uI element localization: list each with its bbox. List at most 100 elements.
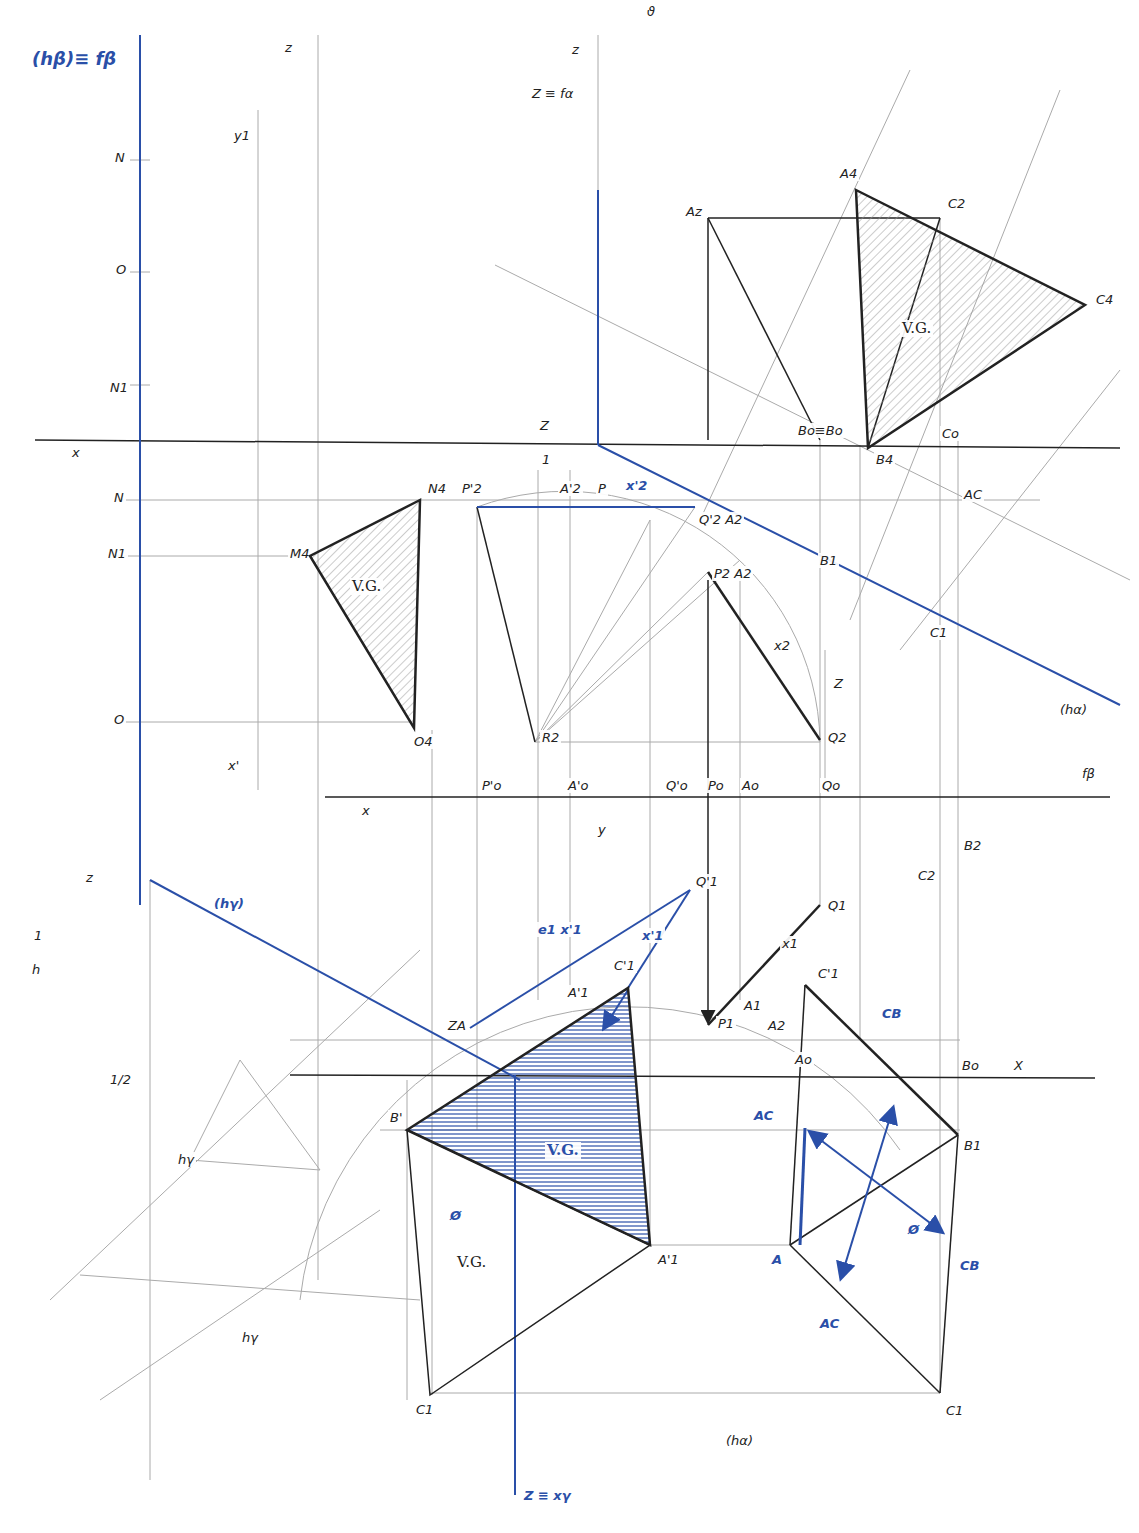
point-label: Q2 (826, 730, 849, 745)
triangle-shape (310, 500, 420, 728)
point-label: Ø (906, 1222, 921, 1237)
point-label: C2 (916, 868, 937, 883)
point-label: y1 (232, 128, 252, 143)
point-label: x (70, 445, 82, 460)
point-label: hγ (176, 1152, 196, 1167)
true-size-triangle: V.G. (407, 988, 650, 1245)
true-size-label: V.G. (350, 578, 383, 595)
point-label: A4 (838, 166, 859, 181)
point-label: Q1 (826, 898, 849, 913)
point-label: P1 (716, 1016, 736, 1031)
point-label: C1 (414, 1402, 435, 1417)
point-label: O (112, 712, 126, 727)
point-label: C1 (944, 1403, 965, 1418)
point-label: hγ (240, 1330, 260, 1345)
triangle-shape (856, 190, 1085, 448)
point-label: Po (706, 778, 726, 793)
point-label: C4 (1094, 292, 1115, 307)
point-label: x'1 (640, 928, 665, 943)
point-label: (hγ) (212, 896, 246, 911)
point-label: Z ≡ fα (530, 86, 575, 101)
point-label: x' (226, 758, 241, 773)
point-label: Z (538, 418, 551, 433)
true-size-label: V.G. (900, 320, 933, 337)
true-size-label: V.G. (455, 1254, 488, 1271)
point-label: C2 (946, 196, 967, 211)
triangle-shape (407, 1130, 650, 1395)
point-label: A'1 (656, 1252, 681, 1267)
point-label: C'1 (612, 958, 637, 973)
point-label: Q'2 A2 (697, 512, 744, 527)
point-label: (hβ)≡ fβ (30, 48, 118, 69)
triangle-outline (310, 500, 420, 728)
point-label: ϑ (645, 4, 657, 19)
true-size-triangle: V.G. (856, 190, 1085, 448)
true-size-triangle: V.G. (407, 1130, 650, 1395)
point-label: CB (958, 1258, 981, 1273)
point-label: N1 (108, 380, 130, 395)
point-label: N1 (106, 546, 128, 561)
point-label: 1/2 (108, 1072, 133, 1087)
point-label: x (360, 803, 372, 818)
point-label: (hα) (1058, 702, 1089, 717)
point-label: CB (880, 1006, 903, 1021)
point-label: C1 (928, 625, 949, 640)
point-label: B' (388, 1110, 405, 1125)
point-label: Q'o (664, 778, 690, 793)
point-label: Ao (740, 778, 761, 793)
point-label: x'2 (624, 478, 649, 493)
point-label: z (84, 870, 95, 885)
point-label: z (283, 40, 294, 55)
point-label: Bo (960, 1058, 981, 1073)
triangle-outline (407, 988, 650, 1245)
triangle-outline (407, 1130, 650, 1395)
point-label: fβ (1080, 766, 1097, 781)
point-label: M4 (288, 546, 312, 561)
point-label: (hα) (724, 1433, 755, 1448)
point-label: A (770, 1252, 784, 1267)
point-label: A1 (742, 998, 763, 1013)
point-label: P (596, 481, 608, 496)
point-label: A2 (766, 1018, 787, 1033)
triangle-outline (856, 190, 1085, 448)
point-label: AC (962, 487, 984, 502)
point-label: N (112, 490, 126, 505)
point-label: Z ≡ xγ (522, 1488, 573, 1503)
point-label: z (570, 42, 581, 57)
point-label: P'o (480, 778, 503, 793)
point-label: O (114, 262, 128, 277)
point-label: 1 (540, 452, 552, 467)
point-label: R2 (540, 730, 561, 745)
point-label: x2 (772, 638, 792, 653)
point-label: Ø (448, 1208, 463, 1223)
point-label: B1 (962, 1138, 983, 1153)
point-label: N (113, 150, 127, 165)
point-label: AC (818, 1316, 841, 1331)
point-label: Co (940, 426, 961, 441)
point-label: N4 (426, 481, 448, 496)
point-label: x1 (780, 936, 800, 951)
triangle-shape (407, 988, 650, 1245)
point-label: A'1 (566, 985, 591, 1000)
point-label: B1 (818, 553, 839, 568)
point-label: y (596, 822, 608, 837)
point-label: C'1 (816, 966, 841, 981)
point-label: e1 x'1 (536, 922, 584, 937)
point-label: B2 (962, 838, 983, 853)
point-label: AC (752, 1108, 775, 1123)
point-label: A'2 (558, 481, 583, 496)
point-label: O4 (412, 734, 435, 749)
true-size-label: V.G. (545, 1142, 581, 1159)
point-label: P2 A2 (712, 566, 753, 581)
point-label: ZA (446, 1018, 468, 1033)
true-size-triangle: V.G. (310, 500, 420, 728)
point-label: Az (684, 204, 704, 219)
point-label: 1 (32, 928, 44, 943)
point-label: Ao (793, 1052, 814, 1067)
point-label: Qo (820, 778, 842, 793)
point-label: P'2 (460, 481, 484, 496)
point-label: Q'1 (694, 874, 720, 889)
point-label: X (1012, 1058, 1025, 1073)
